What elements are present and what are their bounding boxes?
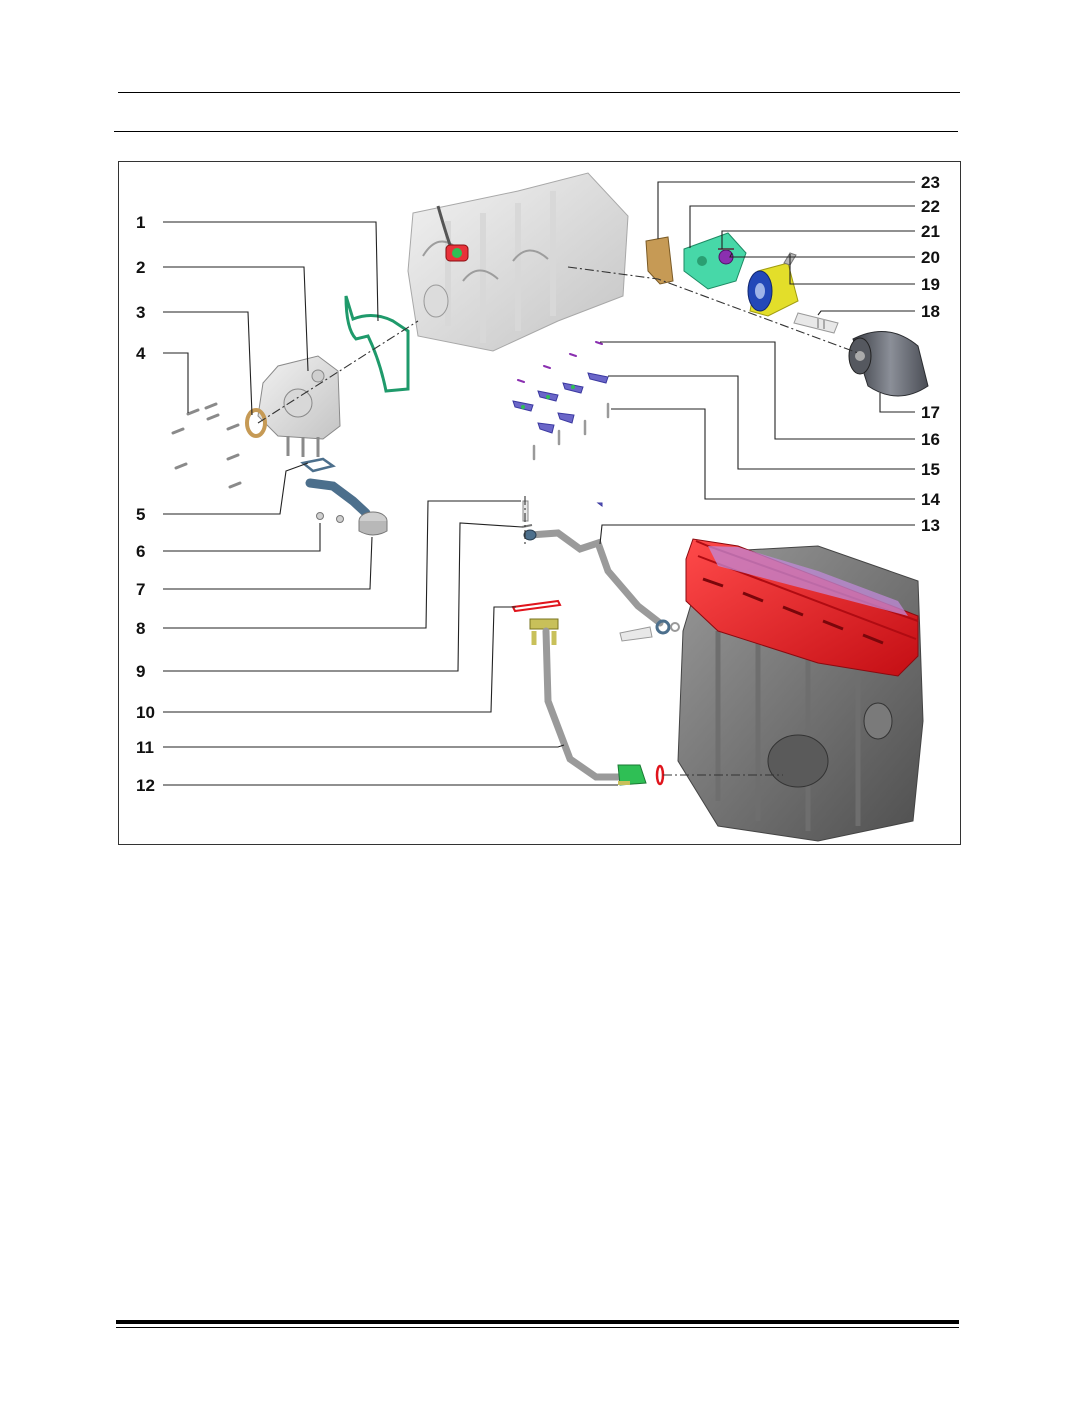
sealing-washer xyxy=(521,524,533,528)
callout-15: 15 xyxy=(921,460,940,479)
footer-rule-thick xyxy=(116,1320,959,1324)
strainer-gasket xyxy=(300,457,336,473)
callout-18: 18 xyxy=(921,302,940,321)
oil-jet-markers xyxy=(517,341,603,383)
header-rule-bottom xyxy=(114,131,958,132)
callout-19: 19 xyxy=(921,275,940,294)
callout-12: 12 xyxy=(136,776,155,795)
callout-21: 21 xyxy=(921,222,940,241)
callout-22: 22 xyxy=(921,197,940,216)
seal-ring xyxy=(245,408,267,438)
callout-3: 3 xyxy=(136,303,145,322)
jet-nozzles xyxy=(521,385,575,409)
callout-9: 9 xyxy=(136,662,145,681)
oil-filter-bracket xyxy=(683,232,747,290)
callout-6: 6 xyxy=(136,542,145,561)
callout-20: 20 xyxy=(921,248,940,267)
jet-bolts xyxy=(532,402,610,461)
callout-1: 1 xyxy=(136,213,145,232)
oil-filter xyxy=(848,330,929,397)
assembly-axis-cooler xyxy=(567,266,859,354)
callout-8: 8 xyxy=(136,619,145,638)
filter-nipple xyxy=(793,312,839,334)
cooler-bracket-gasket xyxy=(645,236,674,285)
assembly-axis-cover xyxy=(257,320,419,424)
upper-cylinder-block xyxy=(407,172,629,352)
pump-bolts xyxy=(171,402,242,489)
exploded-parts-diagram: 1 2 3 4 5 6 7 8 9 10 11 12 13 14 15 16 1… xyxy=(118,161,961,845)
callout-5: 5 xyxy=(136,505,145,524)
callout-14: 14 xyxy=(921,490,940,509)
callout-16: 16 xyxy=(921,430,940,449)
oil-strainer xyxy=(305,478,388,536)
callout-4: 4 xyxy=(136,344,146,363)
callout-11: 11 xyxy=(136,738,154,757)
return-flange-gasket xyxy=(511,599,562,613)
turbo-oil-feed-pipe xyxy=(523,529,680,642)
callout-7: 7 xyxy=(136,580,145,599)
engine-block-assembly xyxy=(677,538,924,842)
timing-cover-gasket xyxy=(344,295,410,393)
callout-17: 17 xyxy=(921,403,940,422)
turbo-oil-return-pipe xyxy=(529,618,630,781)
callout-23: 23 xyxy=(921,173,940,192)
strainer-nut xyxy=(316,512,324,520)
footer-rule-thin xyxy=(116,1327,959,1328)
header-rule-top xyxy=(118,92,960,93)
callout-13: 13 xyxy=(921,516,940,535)
strainer-nut-2 xyxy=(336,515,344,523)
oil-pump-housing xyxy=(257,355,341,457)
leader-lines xyxy=(163,181,915,786)
callout-2: 2 xyxy=(136,258,145,277)
banjo-bolt xyxy=(522,500,529,522)
callout-10: 10 xyxy=(136,703,155,722)
